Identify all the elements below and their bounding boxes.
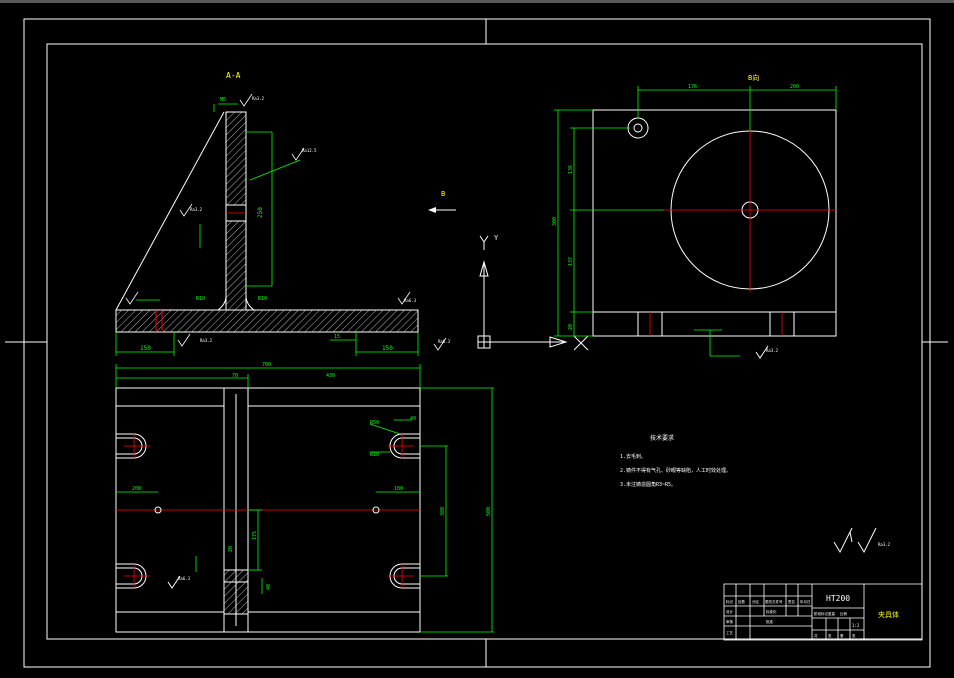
- view-arrow-b: B: [428, 190, 456, 213]
- svg-text:张: 张: [828, 633, 832, 638]
- dim-hole-gauge: M6: [220, 97, 226, 103]
- dim-right-lower: 137: [568, 257, 574, 266]
- notes-title: 技术要求: [650, 434, 674, 442]
- ra-3: Ra3.2: [190, 207, 203, 212]
- material-text: HT200: [826, 594, 850, 603]
- outer-border: [23, 18, 931, 668]
- ra-4: Ra6.3: [404, 298, 417, 303]
- ra-1: Ra3.2: [252, 96, 265, 101]
- svg-text:标记: 标记: [726, 599, 734, 604]
- svg-text:签名: 签名: [788, 599, 795, 604]
- dim-wall-height: 250: [257, 207, 264, 218]
- svg-text:重量: 重量: [828, 611, 836, 616]
- small-hole-outer: [627, 117, 649, 139]
- ra-9: Ra3.2: [878, 542, 891, 547]
- svg-text:B: B: [441, 190, 445, 198]
- dim-base-left: 150: [140, 345, 151, 352]
- ra-8: Ra6.3: [178, 576, 191, 581]
- dim-left-pos: 200: [132, 486, 141, 492]
- dim-right-pos: 180: [394, 486, 403, 492]
- plate-outline: [592, 109, 837, 337]
- dim-base-step: 15: [334, 334, 340, 340]
- dim-right-height: 300: [552, 217, 558, 226]
- dim-overall-width: 500: [486, 507, 492, 516]
- view-b: B向: [552, 73, 837, 359]
- dim-top-width: 176: [688, 84, 697, 90]
- ra-6: Ra6.3: [438, 339, 451, 344]
- axis-label: Y: [494, 234, 499, 242]
- note-line-3: 3.未注铸造圆角R3~R5。: [620, 481, 676, 488]
- dim-fillet-r1: R10: [196, 296, 205, 302]
- ra-5: Ra3.2: [200, 338, 213, 343]
- dim-inner-width: 380: [440, 507, 446, 516]
- dim-fillet-r2: R10: [258, 296, 267, 302]
- svg-text:比例: 比例: [840, 611, 848, 616]
- part-name-text: 夹具体: [878, 610, 899, 619]
- svg-text:批准: 批准: [766, 619, 774, 624]
- svg-text:处数: 处数: [738, 599, 746, 604]
- section-view-aa: A-A: [115, 71, 451, 356]
- svg-text:年月日: 年月日: [800, 599, 811, 604]
- svg-text:更改文件号: 更改文件号: [765, 599, 783, 604]
- ra-2: Ra12.5: [302, 148, 317, 153]
- svg-text:共: 共: [814, 633, 818, 638]
- note-line-2: 2.铸件不得有气孔、砂眼等缺陷，人工时效处理。: [620, 467, 731, 474]
- dim-small-c: 40: [266, 584, 272, 590]
- general-finish-symbol: [833, 527, 877, 554]
- dim-base-right: 150: [382, 345, 393, 352]
- svg-text:阶段标记: 阶段标记: [814, 611, 828, 616]
- dim-right-upper: 136: [568, 165, 574, 174]
- title-block-labels: 标记 处数 分区 更改文件号 签名 年月日 设计 审核 工艺 标准化 批准 阶段…: [726, 599, 856, 638]
- technical-notes: 技术要求 1.去毛刺。 2.铸件不得有气孔、砂眼等缺陷，人工时效处理。 3.未注…: [620, 434, 731, 488]
- title-block: [723, 583, 923, 641]
- view-label: B向: [748, 73, 759, 82]
- dim-mid-depth: 175: [252, 531, 258, 540]
- dim-top-right: 200: [790, 84, 799, 90]
- svg-text:分区: 分区: [752, 599, 760, 604]
- ra-7: Ra3.2: [766, 348, 779, 353]
- window-top-border: [0, 0, 954, 3]
- dim-small-b: 40: [410, 416, 416, 422]
- small-hole-inner: [633, 123, 643, 133]
- centering-marks: [5, 19, 948, 667]
- dim-small-a: 20: [228, 546, 234, 552]
- note-line-1: 1.去毛刺。: [620, 453, 646, 460]
- svg-text:设计: 设计: [726, 609, 734, 614]
- ucs-axis-icon: [477, 235, 589, 351]
- section-label: A-A: [226, 71, 241, 80]
- dim-left-offset: 70: [232, 373, 238, 379]
- base-section: [115, 309, 419, 333]
- svg-text:张: 张: [852, 633, 856, 638]
- dim-right-length: 430: [326, 373, 335, 379]
- dim-slot-r2: R18: [370, 452, 379, 458]
- rib-line: [115, 111, 225, 311]
- dim-overall-length: 700: [262, 362, 271, 368]
- scale-text: 1:2: [852, 623, 860, 628]
- svg-text:标准化: 标准化: [766, 609, 777, 614]
- svg-text:审核: 审核: [726, 619, 734, 624]
- svg-text:第: 第: [840, 633, 844, 638]
- dim-slot-r1: R50: [370, 420, 379, 426]
- dim-right-base: 20: [568, 324, 574, 330]
- top-view: 700 70 430 500 380 200 180 175 R50 R18 2…: [115, 362, 494, 633]
- svg-text:工艺: 工艺: [726, 630, 734, 635]
